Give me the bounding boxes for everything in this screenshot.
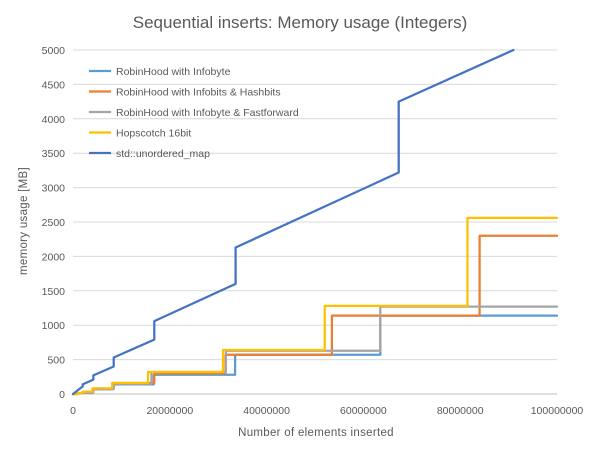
x-tick-label: 40000000 [243, 405, 290, 417]
y-tick-label: 4500 [42, 79, 66, 91]
legend-label-std-unordered-map: std::unordered_map [116, 148, 210, 160]
y-tick-label: 5000 [42, 45, 66, 57]
y-tick-label: 3500 [42, 148, 66, 160]
y-tick-label: 2500 [42, 217, 66, 229]
x-axis-ticks: 0 20000000 40000000 60000000 80000000 1000000… [70, 405, 583, 417]
y-tick-label: 0 [59, 389, 65, 401]
legend-label-robinhood-with-infobyte: RobinHood with Infobyte [116, 66, 231, 78]
y-axis-ticks: 0 500 1000 1500 2000 2500 3000 3500 4000 4500 5000 [42, 45, 66, 401]
y-tick-label: 500 [47, 355, 65, 367]
series-line-hopscotch-16bit [71, 216, 559, 396]
y-tick-label: 1500 [42, 286, 66, 298]
x-tick-label: 100000000 [531, 405, 584, 417]
x-tick-label: 0 [70, 405, 76, 417]
x-tick-label: 60000000 [340, 405, 387, 417]
y-tick-label: 3000 [42, 183, 66, 195]
chart-title: Sequential inserts: Memory usage (Intege… [133, 13, 468, 32]
series-line-std-unordered-map [71, 48, 515, 396]
y-tick-label: 2000 [42, 251, 66, 263]
x-tick-label: 80000000 [437, 405, 484, 417]
x-tick-label: 20000000 [146, 405, 193, 417]
y-tick-label: 1000 [42, 320, 66, 332]
series-lines [71, 48, 559, 396]
x-axis-label: Number of elements inserted [238, 427, 394, 439]
legend-label-hopscotch-16bit: Hopscotch 16bit [116, 128, 191, 140]
y-tick-label: 4000 [42, 114, 66, 126]
legend-label-robinhood-with-infobits-hashbits: RobinHood with Infobits & Hashbits [116, 87, 281, 99]
y-axis-label: memory usage [MB] [18, 167, 30, 275]
legend-label-robinhood-with-infobyte-fastforward: RobinHood with Infobyte & Fastforward [116, 107, 299, 119]
